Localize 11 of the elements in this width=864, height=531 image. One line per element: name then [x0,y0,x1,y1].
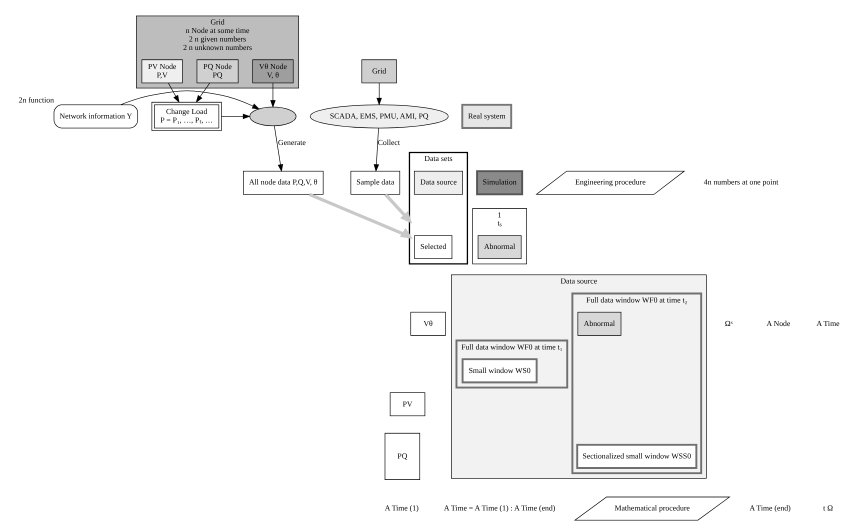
arrow [374,128,380,172]
arrow [376,82,382,106]
arrow [384,193,412,224]
arrow [270,82,276,108]
node-oval [249,106,296,126]
arrow [120,90,260,110]
arrow [196,82,210,103]
arrow [221,114,251,120]
arrow [274,126,284,172]
arrow [168,82,180,103]
arrow [308,192,413,239]
